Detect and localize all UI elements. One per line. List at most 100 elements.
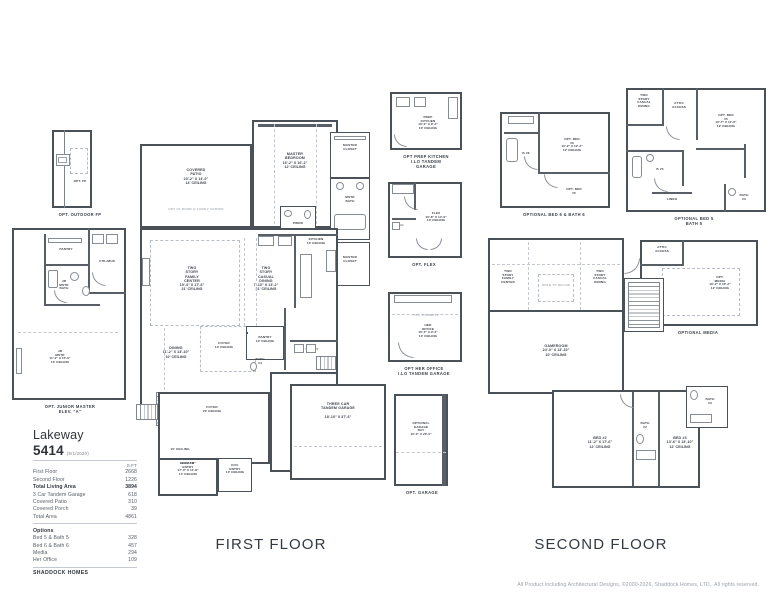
- master-closet-label: MASTER CLOSET: [342, 143, 358, 151]
- stair: [316, 356, 336, 370]
- option-row-label: Bed 6 & Bath 6: [33, 542, 69, 549]
- plan-number-row: 5414 (9/1/2020): [33, 443, 137, 458]
- wall: [682, 150, 685, 186]
- garage-outline: [290, 384, 386, 480]
- dining-label: DINING 11'-2" X 13'-10" 10' CEILING: [162, 346, 190, 359]
- stair: [628, 282, 660, 328]
- area-row-label: Total Area: [33, 513, 57, 520]
- divider: [33, 566, 137, 568]
- opt-door-note: OPT 16' DOOR @ FAMILY CENTER: [168, 207, 224, 211]
- garage-label: THREE CAR TANDEM GARAGE 18'-10" X 37'-6": [321, 402, 355, 419]
- wall: [662, 88, 665, 124]
- area-row-label: 3 Car Tandem Garage: [33, 491, 86, 498]
- wall: [724, 184, 727, 212]
- area-table-row: Covered Patio 310: [33, 499, 137, 506]
- cov-entry-label: COV. ENTRY 10' CEILING: [225, 463, 245, 475]
- tub-fixture: [632, 156, 642, 178]
- sink-fixture: [414, 97, 426, 107]
- ghost-outline: [538, 274, 574, 302]
- foyer2-label: FOYER 20' CEILING: [202, 405, 222, 413]
- bed5-bath5-caption: OPTIONAL BED 5 BATH 5: [674, 216, 714, 227]
- appliance: [294, 344, 304, 353]
- counter: [508, 116, 534, 124]
- shelf: [334, 136, 366, 140]
- module-optional-bed5-bath5: TWO STORY CASUAL DINING ATTIC ACCESS OPT…: [622, 88, 770, 232]
- area-header-blank: [33, 462, 111, 469]
- area-table-row: 3 Car Tandem Garage 618: [33, 492, 137, 499]
- dim-line: [492, 264, 620, 265]
- island-fixture: [300, 254, 312, 298]
- raised-entry-outline: [158, 458, 218, 496]
- divider: [33, 523, 137, 525]
- area-row-value: 310: [128, 499, 137, 506]
- plan-date: (9/1/2020): [66, 451, 89, 456]
- covered-patio-outline: [140, 144, 252, 228]
- module-opt-prep-kitchen: PREP KITCHEN 10'-0" X 9'-2" 10' CEILING …: [384, 92, 474, 176]
- plan-number: 5414: [33, 443, 64, 458]
- appliance: [106, 234, 118, 244]
- counter: [394, 295, 452, 303]
- toilet-fixture: [690, 390, 698, 400]
- wall: [658, 392, 661, 486]
- linen-label: LINEN: [666, 197, 678, 201]
- appliance: [92, 234, 104, 244]
- area-row-value: 618: [128, 491, 137, 498]
- wall: [640, 264, 684, 267]
- opt-outdoor-fp-outline: [52, 130, 92, 208]
- garage-bay-label: OPTIONAL GARAGE BAY 10'-0" X 20'-0": [410, 421, 432, 437]
- bath3-label: BATH #3: [705, 397, 715, 405]
- area-row-label: Second Floor: [33, 476, 65, 483]
- fireplace-inner: [58, 157, 67, 163]
- sink-fixture: [646, 154, 654, 162]
- bed5-opt-label: OPT. BED #5: [566, 187, 582, 195]
- option-row-label: Her Office: [33, 557, 58, 564]
- window-wall: [258, 124, 332, 127]
- area-row-value: 1226: [125, 476, 137, 483]
- wall: [44, 264, 47, 306]
- dim-line: [528, 242, 529, 310]
- toilet-fixture: [250, 362, 257, 371]
- second-floor-plan: TWO STORY FAMILY CENTER TWO STORY CASUAL…: [484, 238, 734, 494]
- wall: [64, 130, 66, 208]
- wall: [284, 308, 287, 370]
- area-row-label: Total Living Area: [33, 484, 76, 491]
- shelf: [48, 238, 82, 243]
- dim-line: [392, 314, 458, 315]
- area-row-label: Covered Patio: [33, 499, 67, 506]
- dim-line: [274, 124, 275, 224]
- prep-kitchen-label: PREP KITCHEN 10'-0" X 9'-2" 10' CEILING: [418, 115, 438, 131]
- ghost-outline: [70, 148, 88, 174]
- module-opt-garage-bay: OPTIONAL GARAGE BAY 10'-0" X 20'-0" OPT.…: [384, 394, 476, 502]
- sink-fixture: [70, 272, 79, 281]
- counter: [448, 97, 458, 119]
- toilet-fixture: [728, 188, 736, 196]
- module-optional-bed6-bath6: B #6 OPT. BED #6 10'-2" X 12'-2" 12' CEI…: [496, 112, 622, 224]
- shower-fixture: [48, 270, 58, 288]
- dim-line: [244, 238, 245, 326]
- wall: [652, 192, 692, 195]
- covered-patio-label: COVERED PATIO 23'-2" X 14'-0" 14' CEILIN…: [183, 168, 209, 185]
- casual-dining-label: TWO STORY CASUAL DINING 7'-10" X 13'-2" …: [253, 266, 279, 292]
- bed6-bath6-outline: [500, 112, 610, 208]
- module-opt-junior-master: PANTRY UTIL/MUD JR MSTR BATH JR MSTR 11'…: [8, 228, 130, 418]
- bath3-label: BATH #3: [739, 193, 749, 201]
- dim-line: [256, 238, 257, 326]
- dim-line: [164, 328, 165, 390]
- area-header-unit: S.FT: [126, 463, 137, 468]
- wall: [258, 234, 338, 237]
- bath6-label: B #6: [522, 151, 530, 155]
- opt-flex-caption: OPT. FLEX: [412, 262, 436, 267]
- tub-fixture: [334, 214, 366, 230]
- wall: [626, 150, 682, 153]
- tub-fixture: [506, 138, 518, 162]
- wall: [504, 132, 538, 135]
- wall: [442, 394, 446, 486]
- bed6-label: OPT. BED #6 10'-2" X 12'-2" 12' CEILING: [561, 137, 583, 153]
- wall: [744, 144, 747, 178]
- area-table-header: S.FT: [33, 462, 137, 469]
